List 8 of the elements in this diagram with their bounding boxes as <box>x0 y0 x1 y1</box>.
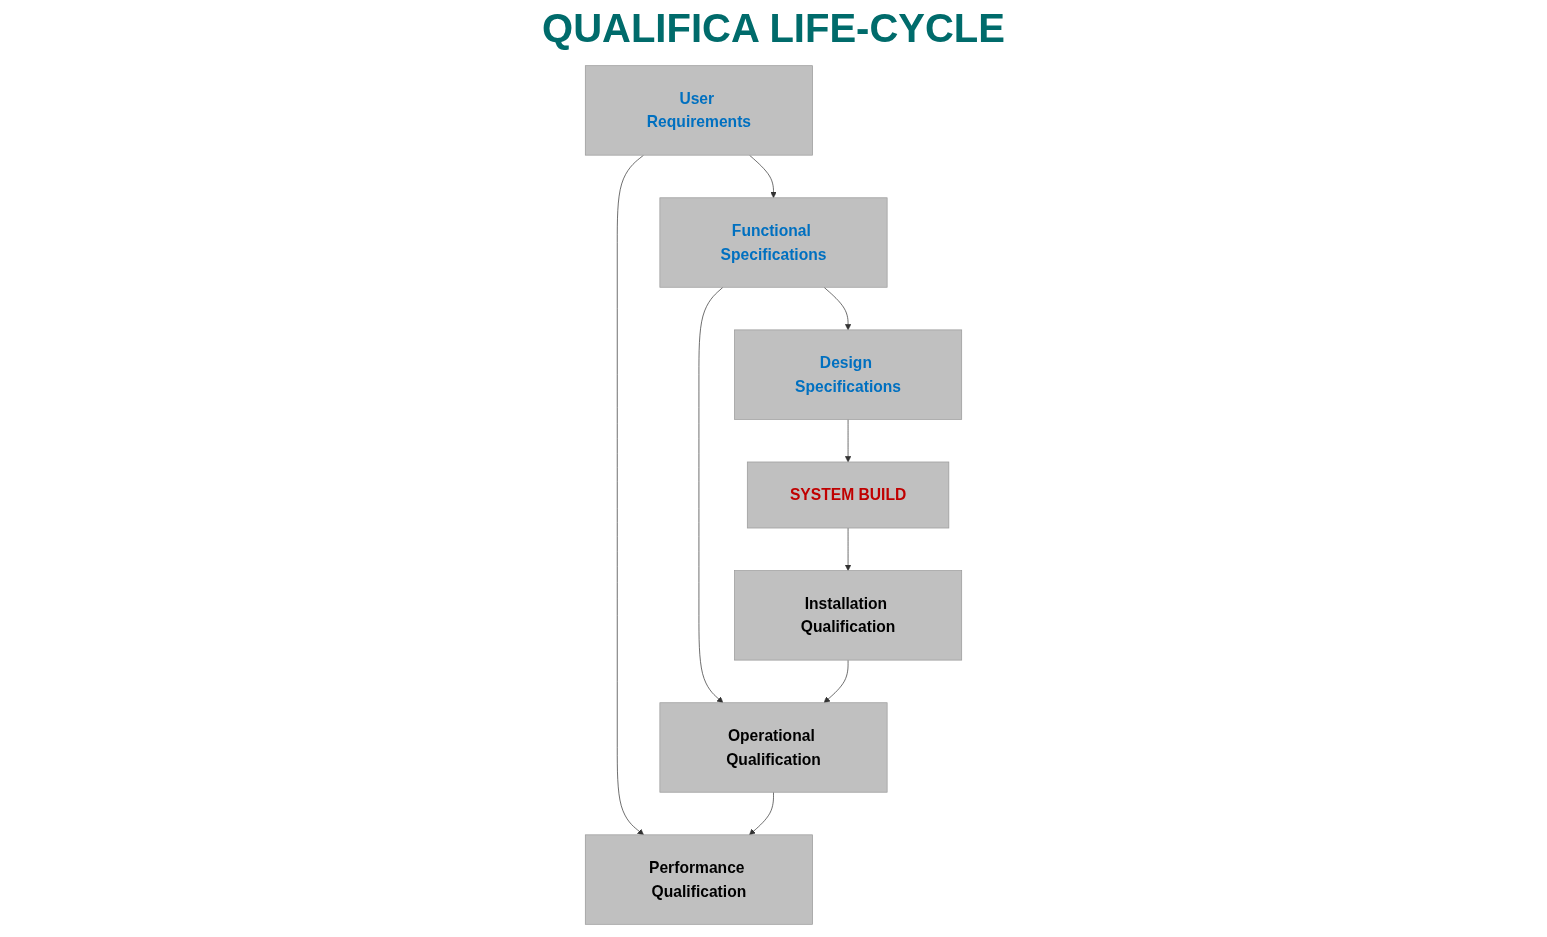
node-box: Design Specifications <box>734 329 963 420</box>
node-box: SYSTEM BUILD <box>746 461 950 529</box>
node-box: Functional Specifications <box>659 197 888 288</box>
node-box: Installation Qualification <box>734 570 963 661</box>
node-box: Performance Qualification <box>584 834 813 925</box>
node-box: User Requirements <box>584 65 813 156</box>
node-box: Operational Qualification <box>659 702 888 793</box>
diagram-title: QUALIFICA LIFE-CYCLE <box>542 6 1005 50</box>
